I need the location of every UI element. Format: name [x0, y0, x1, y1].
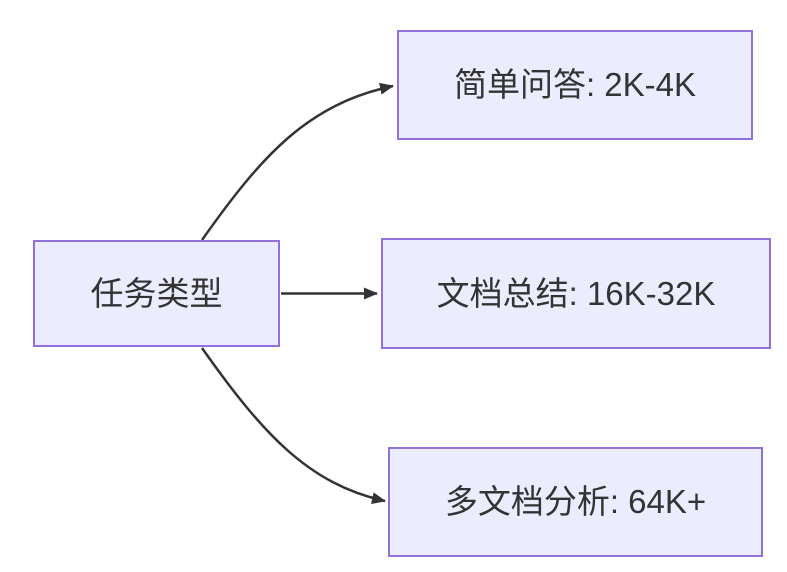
- edge-root-to-simple-qa: [200, 82, 394, 241]
- node-task-type: 任务类型: [33, 240, 280, 347]
- node-multi-doc-label: 多文档分析: 64K+: [444, 483, 707, 521]
- node-multi-doc: 多文档分析: 64K+: [388, 447, 763, 557]
- edge-root-to-multi-doc: [200, 347, 386, 505]
- node-doc-summary: 文档总结: 16K-32K: [381, 238, 771, 349]
- node-doc-summary-label: 文档总结: 16K-32K: [436, 274, 716, 312]
- node-simple-qa: 简单问答: 2K-4K: [397, 30, 753, 140]
- node-simple-qa-label: 简单问答: 2K-4K: [453, 66, 697, 104]
- node-task-type-label: 任务类型: [90, 274, 223, 312]
